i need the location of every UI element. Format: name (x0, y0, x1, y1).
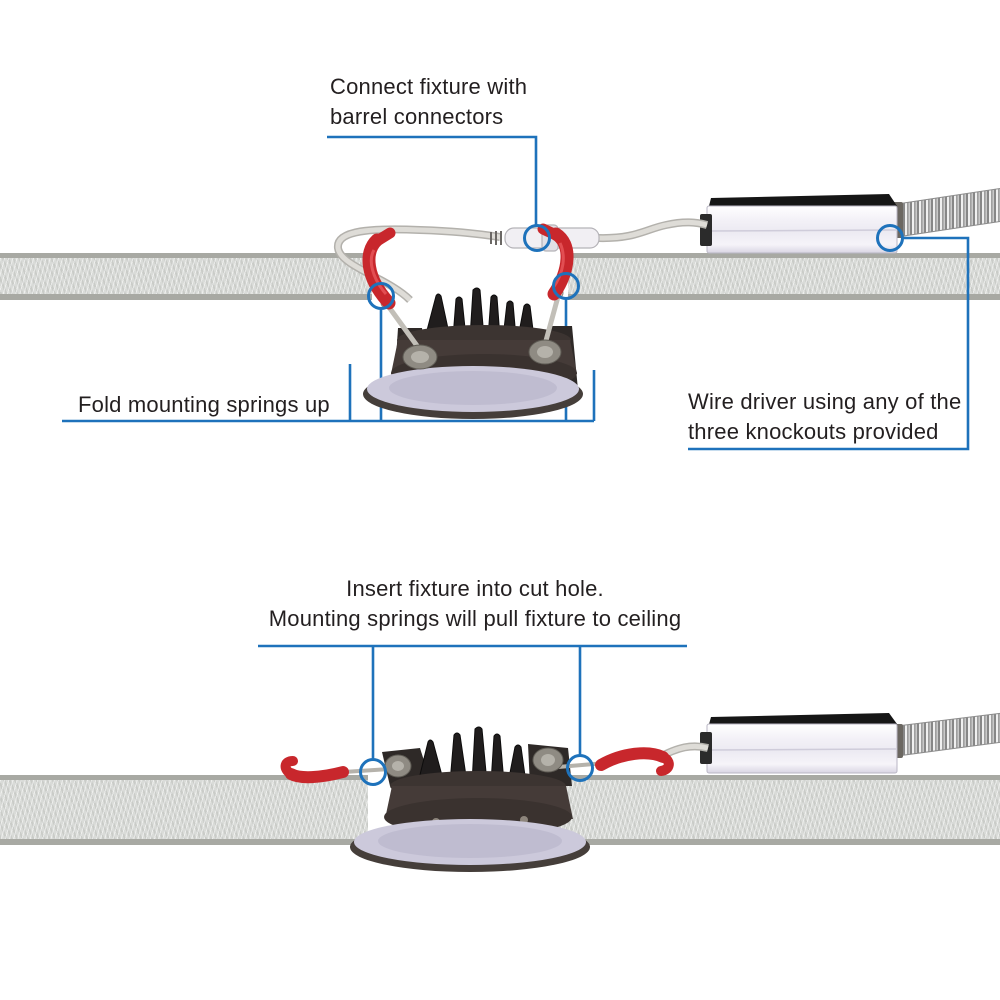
callout-circle-spring-right-bottom (566, 754, 594, 782)
callout-circle-spring-left-bottom (359, 758, 387, 786)
callout-circles (359, 224, 904, 786)
fixture-bottom (280, 726, 674, 872)
connector-threads (490, 231, 502, 245)
callout-wire-driver: Wire driver using any of the three knock… (688, 387, 961, 447)
ceiling-panel-bottom-right (553, 775, 1000, 845)
callout-insert-line1: Insert fixture into cut hole. (346, 576, 604, 601)
metal-conduit-bottom (896, 712, 1000, 757)
driver-box-top (700, 187, 1000, 254)
driver-bottom-seam (707, 748, 897, 751)
metal-conduit-top (896, 187, 1000, 238)
callout-circle-barrel-connector (523, 224, 551, 252)
ceiling-panel-top-right (568, 253, 1000, 300)
callout-connect-line2: barrel connectors (330, 104, 504, 129)
mounting-spring-left-top (362, 227, 438, 370)
callout-leader-lines (62, 135, 970, 759)
callout-wire-line1: Wire driver using any of the (688, 389, 962, 414)
heatsink-fins-bottom (417, 726, 527, 784)
callout-wire-line2: three knockouts provided (688, 419, 939, 444)
callout-insert-line2: Mounting springs will pull fixture to ce… (268, 606, 682, 631)
callout-circle-knockout (876, 224, 904, 252)
callout-insert-fixture: Insert fixture into cut hole. Mounting s… (160, 574, 790, 634)
callout-connect-line1: Connect fixture with (330, 74, 528, 99)
mounting-spring-left-bottom (280, 754, 412, 784)
mounting-spring-right-bottom (532, 747, 674, 776)
leader-connect-fixture (327, 135, 538, 225)
callout-circle-spring-right-top (552, 272, 580, 300)
fixture-top (362, 223, 583, 419)
callout-circle-spring-left-top (367, 282, 395, 310)
driver-top-endcap (700, 214, 712, 246)
driver-top-seam (707, 229, 897, 232)
callout-fold-springs: Fold mounting springs up (78, 390, 330, 420)
driver-box-bottom (700, 712, 1000, 774)
leader-wire-driver (688, 236, 970, 451)
callout-fold-line1: Fold mounting springs up (78, 392, 330, 417)
callout-connect-fixture: Connect fixture with barrel connectors (330, 72, 527, 132)
ceiling-panel-top-left (0, 253, 372, 300)
ceiling-panel-bottom-left (0, 775, 368, 845)
